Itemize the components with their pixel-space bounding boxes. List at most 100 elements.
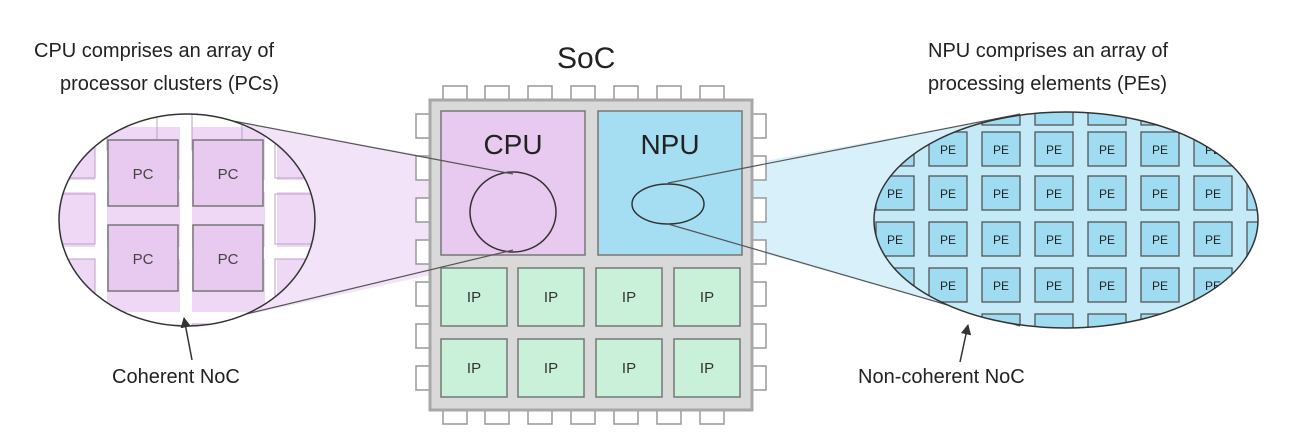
pe-cell bbox=[1034, 313, 1074, 328]
chip-pin-top bbox=[484, 85, 510, 101]
pe-cell-label: PE bbox=[1258, 325, 1274, 339]
pe-cell-label: PE bbox=[1258, 279, 1274, 293]
pe-cell bbox=[1087, 131, 1127, 167]
ip-block-label: IP bbox=[622, 289, 636, 306]
cpu-block bbox=[440, 110, 586, 256]
chip-pin-bottom bbox=[570, 409, 596, 425]
ip-block-label: IP bbox=[700, 289, 714, 306]
ip-block bbox=[517, 267, 585, 327]
pe-cell-label: PE bbox=[940, 325, 956, 339]
ip-block-label: IP bbox=[622, 360, 636, 377]
chip-pin-right bbox=[751, 323, 767, 349]
pc-cell-label: PC bbox=[133, 251, 154, 268]
pe-cell bbox=[1087, 313, 1127, 328]
non-coherent-noc-arrow bbox=[959, 323, 972, 363]
ip-block bbox=[595, 338, 663, 398]
chip-pin-right bbox=[751, 113, 767, 139]
pe-cell bbox=[1193, 175, 1233, 211]
pc-cell bbox=[192, 139, 264, 207]
chip-pin-right bbox=[751, 365, 767, 391]
chip-pin-left bbox=[415, 323, 431, 349]
npu-label: NPU bbox=[640, 129, 699, 160]
soc-title: SoC bbox=[557, 42, 616, 75]
chip-pin-top bbox=[613, 85, 639, 101]
pe-cell-label: PE bbox=[1205, 233, 1221, 247]
chip-pin-bottom bbox=[484, 409, 510, 425]
pe-cell-label: PE bbox=[1099, 325, 1115, 339]
pe-cell-label: PE bbox=[1205, 325, 1221, 339]
pe-cell-label: PE bbox=[1046, 187, 1062, 201]
chip-pin-bottom bbox=[656, 409, 682, 425]
pe-cell bbox=[1034, 131, 1074, 167]
pe-cell bbox=[1140, 267, 1180, 303]
pe-cell bbox=[1087, 221, 1127, 257]
chip-pin-top bbox=[699, 85, 725, 101]
pe-cell bbox=[1246, 267, 1258, 303]
pe-cell bbox=[1140, 221, 1180, 257]
pe-cell bbox=[1034, 175, 1074, 211]
coherent-noc-arrow bbox=[180, 316, 193, 361]
chip-pin-bottom bbox=[699, 409, 725, 425]
pe-cell bbox=[928, 175, 968, 211]
pe-cell-label: PE bbox=[993, 233, 1009, 247]
pe-cell bbox=[1246, 221, 1258, 257]
chip-pin-bottom bbox=[527, 409, 553, 425]
pe-cell-label: PE bbox=[1152, 187, 1168, 201]
pe-cell-label: PE bbox=[993, 187, 1009, 201]
pe-cell-label: PE bbox=[1046, 279, 1062, 293]
pe-cell-label: PE bbox=[887, 187, 903, 201]
pe-cell bbox=[1193, 221, 1233, 257]
pe-cell-label: PE bbox=[940, 143, 956, 157]
chip-pin-bottom bbox=[442, 409, 468, 425]
pe-cell-label: PE bbox=[1099, 233, 1115, 247]
pe-cell bbox=[928, 313, 968, 328]
pe-cell bbox=[1193, 313, 1233, 328]
pe-cell bbox=[1140, 313, 1180, 328]
ip-block bbox=[440, 338, 508, 398]
pe-cell bbox=[981, 267, 1021, 303]
chip-pin-right bbox=[751, 155, 767, 181]
pe-cell-label: PE bbox=[1152, 143, 1168, 157]
ip-block-label: IP bbox=[544, 360, 558, 377]
pe-cell-label: PE bbox=[1099, 143, 1115, 157]
non-coherent-noc-label: Non-coherent NoC bbox=[858, 366, 1025, 388]
pe-cell-label: PE bbox=[1152, 279, 1168, 293]
pe-cell bbox=[928, 221, 968, 257]
pe-cell bbox=[981, 175, 1021, 211]
cpu-caption-line1: CPU comprises an array of bbox=[34, 40, 275, 62]
ip-block-label: IP bbox=[467, 360, 481, 377]
chip-pin-right bbox=[751, 281, 767, 307]
cpu-label: CPU bbox=[483, 129, 542, 160]
coherent-noc-label: Coherent NoC bbox=[112, 366, 240, 388]
pc-cell bbox=[192, 224, 264, 292]
chip-pin-top bbox=[656, 85, 682, 101]
cpu-caption-line2: processor clusters (PCs) bbox=[60, 73, 279, 95]
pc-cell bbox=[107, 139, 179, 207]
pe-cell-label: PE bbox=[993, 143, 1009, 157]
chip-pin-bottom bbox=[613, 409, 639, 425]
cpu-zoom-marker bbox=[469, 171, 557, 253]
pe-cell-label: PE bbox=[1046, 233, 1062, 247]
chip-pin-left bbox=[415, 113, 431, 139]
pe-cell-label: PE bbox=[1152, 233, 1168, 247]
pe-cell-label: PE bbox=[1046, 325, 1062, 339]
pc-cell-label: PC bbox=[218, 251, 239, 268]
cpu-callout-line-top bbox=[195, 113, 514, 175]
pe-cell-label: PE bbox=[887, 233, 903, 247]
pe-cell-label: PE bbox=[940, 279, 956, 293]
chip-pin-left bbox=[415, 197, 431, 223]
chip-pin-top bbox=[442, 85, 468, 101]
pe-cell bbox=[1087, 175, 1127, 211]
pe-cell bbox=[1034, 221, 1074, 257]
pe-cell-label: PE bbox=[1099, 187, 1115, 201]
pe-cell-label: PE bbox=[1258, 187, 1274, 201]
chip-pin-left bbox=[415, 239, 431, 265]
pe-cell bbox=[1140, 131, 1180, 167]
pe-cell-label: PE bbox=[993, 279, 1009, 293]
pe-cell bbox=[1140, 175, 1180, 211]
ip-block bbox=[517, 338, 585, 398]
pc-cell bbox=[107, 224, 179, 292]
